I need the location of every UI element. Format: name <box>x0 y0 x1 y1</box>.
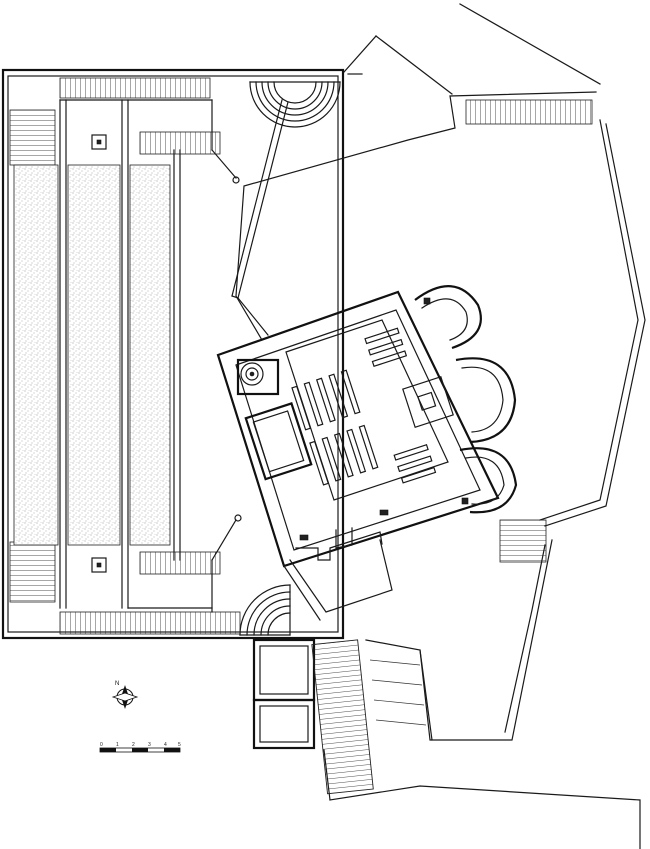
scale-label-2: 2 <box>132 742 135 748</box>
front-court <box>252 519 641 849</box>
scale-bar: 0 1 2 3 4 5 <box>99 742 181 753</box>
amphitheatre-bottom <box>239 584 291 636</box>
scale-label-3: 3 <box>148 742 151 748</box>
scale-label-5: 5 <box>178 742 181 748</box>
north-label: N <box>115 681 119 687</box>
amphitheatre-top <box>249 81 341 128</box>
north-arrow-icon: N <box>111 681 139 709</box>
diagonal-walls <box>231 35 453 336</box>
scale-label-4: 4 <box>164 742 167 748</box>
esplanade <box>1 68 345 640</box>
site-boundary <box>235 3 646 741</box>
scale-label-0: 0 <box>100 742 103 748</box>
pews <box>291 327 437 486</box>
scale-label-1: 1 <box>116 742 119 748</box>
church-plan <box>216 285 518 568</box>
